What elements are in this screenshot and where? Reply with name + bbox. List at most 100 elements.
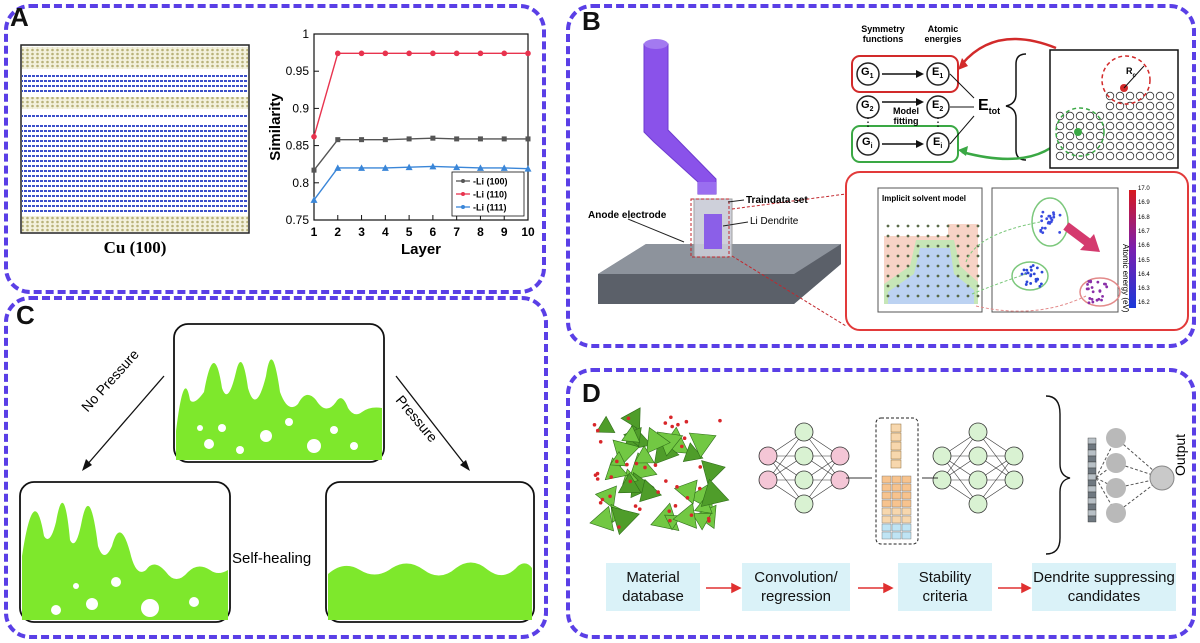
cnn-node — [758, 446, 778, 466]
oxygen-atom — [697, 486, 702, 491]
scatter-point — [1026, 271, 1030, 275]
lattice-atom — [1105, 151, 1115, 161]
vector-cell — [1087, 485, 1097, 493]
lattice-atom — [1105, 121, 1115, 131]
data-point — [359, 137, 365, 143]
lattice-atom — [1135, 151, 1145, 161]
scatter-point — [1100, 298, 1103, 302]
oxygen-atom — [626, 416, 631, 421]
oxygen-atom — [628, 479, 633, 484]
oxygen-atom — [615, 459, 619, 464]
grid-point — [946, 224, 950, 228]
feature-cell — [881, 507, 892, 516]
oxygen-atom — [675, 485, 679, 489]
feature-cell — [891, 507, 902, 516]
lattice-atom — [1055, 151, 1065, 161]
lattice-atom — [1135, 111, 1145, 121]
oxygen-atom — [656, 490, 660, 494]
vector-cell — [1087, 461, 1097, 469]
lattice-atom — [1125, 111, 1135, 121]
lattice-atom — [1135, 131, 1145, 141]
scatter-point — [1097, 297, 1101, 301]
crystal-polyhedron — [620, 407, 641, 431]
lattice-atom — [1085, 141, 1095, 151]
lattice-atom — [1065, 131, 1075, 141]
crystal-polyhedron — [621, 425, 641, 443]
data-point — [382, 137, 388, 143]
grid-point — [886, 244, 890, 248]
legend-marker — [461, 179, 465, 183]
panel-a — [4, 4, 546, 294]
lattice-atom — [1145, 121, 1155, 131]
crystal-polyhedron — [673, 479, 698, 505]
feature-cell — [891, 475, 902, 484]
grid-point — [956, 244, 960, 248]
data-point — [430, 135, 436, 141]
x-tick-label: 1 — [311, 225, 318, 239]
scatter-point — [1105, 285, 1109, 289]
lattice-atom — [1065, 141, 1075, 151]
grid-point — [926, 234, 930, 238]
cu100-simulation-image — [20, 44, 250, 234]
oxygen-atom — [643, 465, 647, 470]
step-stability-criteria: Stability criteria — [898, 563, 992, 611]
stability-edge — [941, 431, 979, 481]
oxygen-atom — [718, 418, 722, 423]
grid-point — [916, 264, 920, 268]
lattice-atom — [1125, 121, 1135, 131]
grid-point — [976, 254, 980, 258]
grid-point — [976, 264, 980, 268]
grid-point — [946, 264, 950, 268]
x-tick-label: 4 — [382, 225, 389, 239]
grid-point — [936, 224, 940, 228]
grid-point — [946, 294, 950, 298]
lattice-atom — [1055, 131, 1065, 141]
oxygen-atom — [609, 475, 614, 479]
grid-point — [976, 274, 980, 278]
oxygen-atom — [669, 415, 673, 420]
grid-point — [926, 244, 930, 248]
lattice-atom — [1165, 101, 1175, 111]
feature-cell — [890, 423, 902, 433]
implicit-solvent-label: Implicit solvent model — [882, 194, 967, 203]
x-tick-label: 2 — [334, 225, 341, 239]
grid-point — [896, 254, 900, 258]
grid-point — [886, 234, 890, 238]
data-point — [453, 50, 460, 57]
data-point — [476, 164, 484, 171]
scatter-point — [1029, 282, 1033, 285]
lattice-atom — [1155, 131, 1165, 141]
svg-text:⋮: ⋮ — [862, 115, 874, 129]
lattice-atom — [1115, 91, 1125, 101]
crystal-polyhedron — [589, 505, 614, 532]
feature-cell — [890, 432, 902, 442]
x-tick-label: 10 — [521, 225, 535, 239]
grid-point — [956, 224, 960, 228]
scatter-point — [1034, 279, 1038, 283]
lattice-atom — [1165, 151, 1175, 161]
legend-marker — [461, 192, 465, 196]
lattice-atom — [1135, 101, 1145, 111]
grid-point — [926, 294, 930, 298]
grid-point — [976, 294, 980, 298]
x-tick-label: 8 — [477, 225, 484, 239]
scatter-point — [1102, 282, 1106, 286]
oxygen-atom — [598, 500, 603, 505]
oxygen-atom — [634, 461, 639, 466]
scatter-point — [1025, 268, 1029, 272]
lattice-atom — [1155, 141, 1165, 151]
cu100-caption: Cu (100) — [103, 238, 167, 257]
cnn-edge — [767, 431, 805, 481]
series-line-2 — [313, 165, 529, 201]
scatter-point — [1040, 270, 1044, 274]
oxygen-atom — [625, 462, 629, 467]
stability-node — [932, 446, 952, 466]
data-point — [358, 164, 366, 171]
feature-cell — [891, 499, 902, 508]
grid-point — [896, 234, 900, 238]
scatter-point — [1031, 264, 1035, 267]
grid-point — [926, 284, 930, 288]
grid-point — [936, 254, 940, 258]
bracket — [1045, 395, 1071, 555]
